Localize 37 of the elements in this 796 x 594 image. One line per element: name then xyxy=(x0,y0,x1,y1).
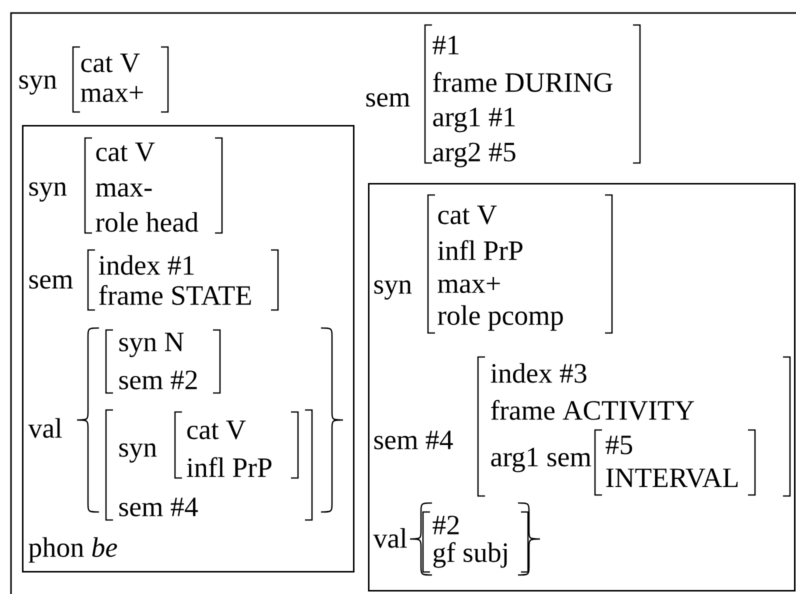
feature-label: cat V xyxy=(96,142,155,162)
feature-label: val xyxy=(373,528,407,548)
feature-label: infl PrP xyxy=(186,457,272,477)
feature-label: max- xyxy=(96,183,152,197)
feature-label: syn xyxy=(19,75,57,95)
feature-label: frame ACTIVITY xyxy=(491,400,694,420)
feature-label: INTERVAL xyxy=(606,468,738,488)
feature-label: cat V xyxy=(438,206,497,224)
feature-label: #1 xyxy=(432,36,459,54)
feature-label: sem xyxy=(29,275,73,289)
feature-label: max+ xyxy=(438,276,500,294)
feature-label: #5 xyxy=(606,436,632,454)
feature-label: sem #4 xyxy=(374,430,453,450)
feature-label: infl PrP xyxy=(438,240,522,260)
feature-label: cat V xyxy=(81,54,140,72)
feature-label: phon be xyxy=(28,537,117,563)
feature-label: index #3 xyxy=(490,363,586,383)
feature-label: sem xyxy=(366,93,410,107)
feature-label: max+ xyxy=(80,86,143,102)
feature-label: role head xyxy=(96,212,198,232)
feature-label: cat V xyxy=(187,420,246,440)
feature-label: arg1 #1 xyxy=(433,108,515,132)
feature-label: arg2 #5 xyxy=(433,142,516,168)
feature-label: syn N xyxy=(119,332,184,358)
feature-label: role pcomp xyxy=(438,305,563,331)
feature-label: frame DURING xyxy=(433,72,612,92)
feature-label: syn xyxy=(374,280,412,300)
feature-label: syn xyxy=(119,443,157,463)
feature-label: arg1 sem xyxy=(491,448,592,472)
feature-label: sem #4 xyxy=(119,498,198,516)
feature-label: #2 xyxy=(432,516,459,534)
feature-label: val xyxy=(28,418,62,438)
feature-label: index #1 xyxy=(98,255,194,275)
feature-label: frame STATE xyxy=(99,285,251,305)
feature-label: syn xyxy=(29,182,67,202)
feature-label: sem #2 xyxy=(119,370,197,390)
feature-label: gf subj xyxy=(433,542,507,568)
